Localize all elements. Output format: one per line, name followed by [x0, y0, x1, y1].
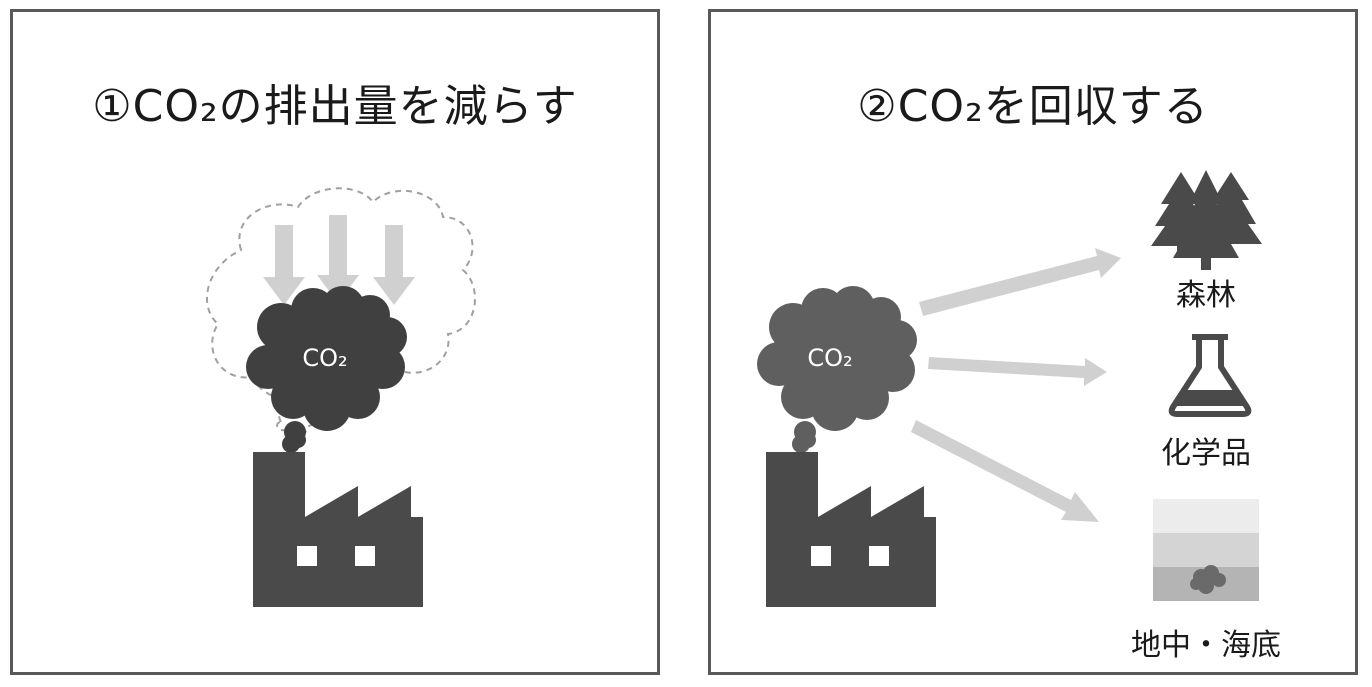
arrow-to-forest: [919, 248, 1121, 316]
capture-illustration: [757, 170, 1262, 607]
factory-icon: [766, 452, 936, 607]
panel-capture-co2: ②CO₂を回収する: [708, 9, 1358, 675]
panel-title: ②CO₂を回収する: [857, 81, 1209, 132]
label-underground-seabed: 地中・海底: [1131, 628, 1281, 663]
co2-label: CO₂: [302, 344, 348, 372]
capture-arrows: [911, 248, 1121, 522]
arrow-to-underground: [911, 420, 1099, 522]
flask-icon: [1168, 334, 1252, 417]
smoke-cloud-icon: [246, 286, 407, 453]
label-forest: 森林: [1176, 278, 1236, 313]
label-chemicals: 化学品: [1161, 436, 1251, 471]
down-arrow-icon: [263, 215, 415, 305]
co2-label: CO₂: [807, 344, 853, 372]
underground-layers-icon: [1153, 499, 1259, 601]
arrow-to-chemicals: [928, 357, 1107, 386]
factory-icon: [253, 452, 423, 607]
forest-icon: [1151, 170, 1262, 270]
panel-reduce-emissions: ①CO₂の排出量を減らす: [10, 9, 660, 675]
panel-title: ①CO₂の排出量を減らす: [92, 81, 578, 132]
reduce-illustration: [205, 187, 476, 607]
smoke-cloud-icon: [757, 286, 917, 453]
